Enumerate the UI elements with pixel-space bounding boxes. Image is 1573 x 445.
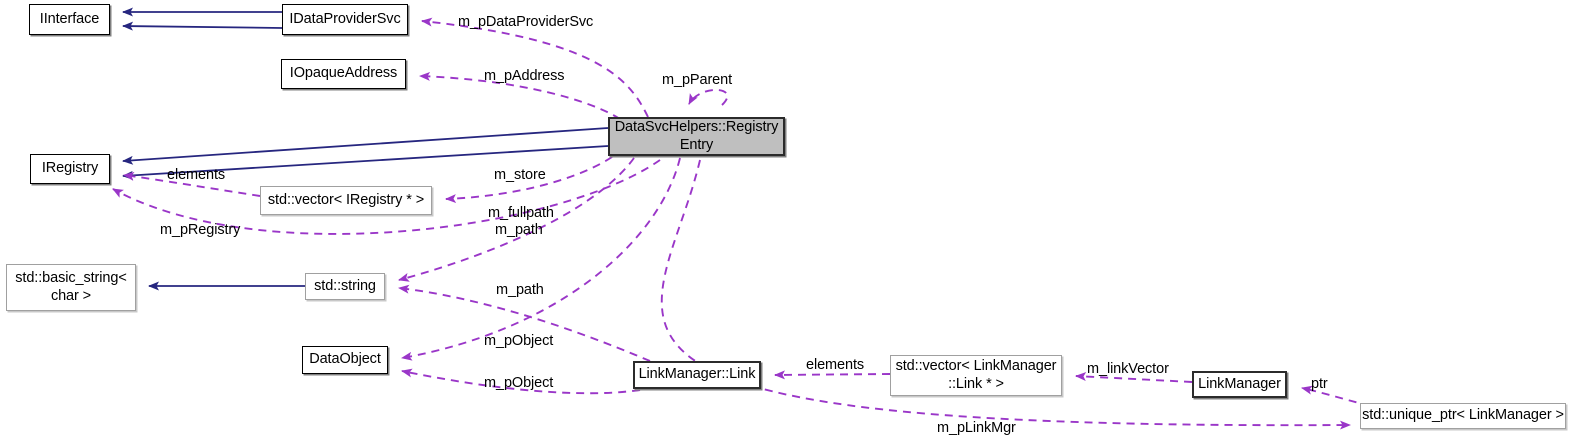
edge-label-m-pdataprovidersvc: m_pDataProviderSvc bbox=[458, 14, 594, 30]
node-iinterface-label: IInterface bbox=[39, 10, 100, 27]
node-linkmanager-label: LinkManager bbox=[1198, 375, 1281, 392]
edge-label-m-pobject-2: m_pObject bbox=[484, 375, 554, 391]
edge-vecregistry-iregistry bbox=[123, 171, 261, 197]
node-registryentry-label: DataSvcHelpers::Registry Entry bbox=[614, 119, 779, 153]
edge-registryentry-uniqueptr-linkmgr bbox=[660, 159, 1351, 430]
inheritance-edges bbox=[122, 7, 609, 291]
edge-label-m-linkvector: m_linkVector bbox=[1087, 361, 1169, 377]
edge-label-m-pregistry: m_pRegistry bbox=[160, 222, 241, 238]
node-basic-string[interactable]: std::basic_string< char > bbox=[6, 264, 136, 311]
edge-linkmanagerlink-stdstring-path bbox=[398, 284, 651, 362]
edge-veclink-linkmanagerlink bbox=[774, 370, 891, 380]
edge-label-elements-link: elements bbox=[806, 357, 865, 373]
node-vector-iregistry[interactable]: std::vector< IRegistry * > bbox=[260, 186, 432, 215]
node-vector-iregistry-label: std::vector< IRegistry * > bbox=[267, 191, 425, 208]
node-dataobject-label: DataObject bbox=[309, 351, 381, 368]
edge-label-ptr: ptr bbox=[1311, 376, 1328, 392]
node-iregistry-label: IRegistry bbox=[41, 160, 99, 177]
edge-registryentry-iopaqueaddress bbox=[419, 71, 621, 120]
node-vector-linkmanager-link-label: std::vector< LinkManager ::Link * > bbox=[895, 358, 1057, 392]
edge-registryentry-idataprovidersvc bbox=[421, 17, 649, 118]
node-dataobject[interactable]: DataObject bbox=[302, 346, 388, 374]
node-registryentry[interactable]: DataSvcHelpers::Registry Entry bbox=[608, 117, 785, 156]
node-linkmanager-link[interactable]: LinkManager::Link bbox=[633, 361, 761, 389]
node-vector-linkmanager-link[interactable]: std::vector< LinkManager ::Link * > bbox=[890, 355, 1062, 396]
edge-label-m-paddress: m_pAddress bbox=[484, 68, 565, 84]
edge-label-m-store: m_store bbox=[494, 167, 546, 183]
node-linkmanager-link-label: LinkManager::Link bbox=[638, 366, 756, 383]
node-iopaqueaddress-label: IOpaqueAddress bbox=[289, 65, 398, 82]
edge-label-m-plinkmgr: m_pLinkMgr bbox=[937, 420, 1016, 436]
node-idataprovidersvc[interactable]: IDataProviderSvc bbox=[282, 4, 408, 35]
edge-registryentry-iregistry-a bbox=[122, 127, 609, 165]
edge-registryentry-iregistry-pregistry bbox=[112, 159, 661, 235]
edge-registryentry-vecregistry bbox=[445, 156, 613, 204]
edge-registryentry-dataobject-1 bbox=[401, 157, 681, 361]
edge-registryentry-stdstring-fullpath bbox=[398, 157, 635, 282]
node-basic-string-label: std::basic_string< char > bbox=[15, 270, 127, 304]
edge-label-m-pobject-1: m_pObject bbox=[484, 333, 554, 349]
edge-label-m-fullpath: m_fullpath bbox=[488, 205, 554, 221]
node-idataprovidersvc-label: IDataProviderSvc bbox=[289, 10, 401, 27]
node-unique-ptr-linkmanager-label: std::unique_ptr< LinkManager > bbox=[1362, 407, 1564, 424]
edge-linkmanager-veclink bbox=[1075, 372, 1193, 383]
node-std-string[interactable]: std::string bbox=[305, 273, 385, 300]
node-std-string-label: std::string bbox=[314, 277, 376, 294]
edge-registryentry-iregistry-b bbox=[122, 145, 609, 180]
edge-linkmanagerlink-dataobject bbox=[401, 368, 641, 395]
node-unique-ptr-linkmanager[interactable]: std::unique_ptr< LinkManager > bbox=[1360, 403, 1566, 429]
edge-idataprovidersvc-iinterface-b bbox=[122, 21, 283, 31]
edge-registryentry-registryentry-parent bbox=[688, 88, 729, 106]
node-iinterface[interactable]: IInterface bbox=[29, 4, 110, 35]
node-iopaqueaddress[interactable]: IOpaqueAddress bbox=[281, 59, 406, 89]
node-linkmanager[interactable]: LinkManager bbox=[1192, 371, 1287, 398]
edge-label-m-path-mid: m_path bbox=[496, 282, 544, 298]
edge-label-m-pparent: m_pParent bbox=[662, 72, 733, 88]
edge-label-m-path-top: m_path bbox=[495, 222, 543, 238]
usage-edges bbox=[112, 17, 1371, 430]
node-iregistry[interactable]: IRegistry bbox=[30, 154, 110, 184]
edge-label-elements-registry: elements bbox=[167, 167, 226, 183]
